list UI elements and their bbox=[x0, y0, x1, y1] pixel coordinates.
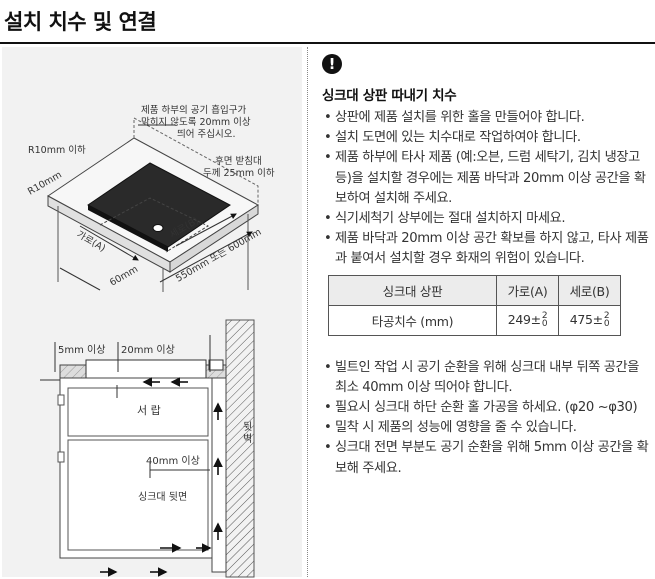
section-heading: 싱크대 상판 따내기 치수 bbox=[322, 88, 457, 104]
sink-back-label: 싱크대 뒷면 bbox=[138, 490, 187, 503]
bullet-list-2: 빌트인 작업 시 공기 순환을 위해 싱크대 내부 뒤쪽 공간을 최소 40mm… bbox=[322, 358, 652, 479]
exclamation-icon: ! bbox=[322, 54, 342, 74]
list-item: 설치 도면에 있는 치수대로 작업하여야 합니다. bbox=[322, 128, 652, 148]
title-divider bbox=[0, 42, 655, 44]
r-label-upper: R10mm 이하 bbox=[28, 144, 86, 156]
back-wall-label-1: 뒷 bbox=[243, 420, 252, 433]
list-item: 빌트인 작업 시 공기 순환을 위해 싱크대 내부 뒤쪽 공간을 최소 40mm… bbox=[322, 358, 652, 398]
list-item: 밀착 시 제품의 성능에 영향을 줄 수 있습니다. bbox=[322, 418, 652, 438]
intake-note-2: 막히지 않도록 20mm 이상 bbox=[141, 117, 251, 128]
countertop-iso-diagram: 제품 하부의 공기 흡입구가 막히지 않도록 20mm 이상 띄어 주십시오. … bbox=[26, 104, 275, 292]
knob-icon bbox=[152, 224, 164, 232]
table-header: 싱크대 상판 bbox=[328, 274, 497, 306]
notice-section: ! 싱크대 상판 따내기 치수 상판에 제품 설치를 위한 홀을 만들어야 합니… bbox=[322, 54, 652, 479]
back-support-2: 두께 25mm 이하 bbox=[203, 167, 275, 179]
installation-diagram: 제품 하부의 공기 흡입구가 막히지 않도록 20mm 이상 띄어 주십시오. … bbox=[26, 104, 275, 578]
intake-note-1: 제품 하부의 공기 흡입구가 bbox=[141, 104, 246, 116]
list-item: 필요시 싱크대 하단 순환 홀 가공을 하세요. (φ20 ~φ30) bbox=[322, 398, 652, 418]
back-wall bbox=[225, 319, 255, 578]
table-header: 세로(B) bbox=[558, 274, 621, 306]
list-item: 식기세척기 상부에는 절대 설치하지 마세요. bbox=[322, 209, 652, 229]
front-gap-label: 60mm bbox=[108, 264, 140, 289]
intake-note-3: 띄어 주십시오. bbox=[177, 129, 235, 140]
table-header-row: 싱크대 상판 가로(A) 세로(B) bbox=[328, 274, 621, 306]
cooktop-section bbox=[85, 359, 207, 379]
bullet-list: 상판에 제품 설치를 위한 홀을 만들어야 합니다. 설치 도면에 있는 치수대… bbox=[322, 108, 652, 270]
page-title: 설치 치수 및 연결 bbox=[4, 10, 157, 34]
cabinet-section-diagram: 5mm 이상 20mm 이상 서 랍 40mm 이상 싱크대 뒷면 뒷 벽 bbox=[40, 319, 255, 578]
table-header: 가로(A) bbox=[496, 274, 559, 306]
gap-20mm-label: 20mm 이상 bbox=[121, 344, 175, 356]
list-item: 싱크대 전면 부분도 공기 순환을 위해 5mm 이상 공간을 확보해 주세요. bbox=[322, 438, 652, 478]
back-support-1: 후면 받침대 bbox=[215, 156, 262, 167]
table-cell-label: 타공치수 (mm) bbox=[328, 304, 497, 336]
back-wall-label-2: 벽 bbox=[243, 433, 252, 445]
list-item: 제품 바닥과 20mm 이상 공간 확보를 하지 않고, 타사 제품과 붙여서 … bbox=[322, 229, 652, 269]
gap-5mm-label: 5mm 이상 bbox=[58, 344, 105, 356]
list-item: 제품 하부에 타사 제품 (예:오븐, 드럼 세탁기, 김치 냉장고 등)을 설… bbox=[322, 148, 652, 209]
drawer-label: 서 랍 bbox=[137, 404, 161, 417]
gap-40mm-label: 40mm 이상 bbox=[146, 455, 200, 467]
list-item: 상판에 제품 설치를 위한 홀을 만들어야 합니다. bbox=[322, 108, 652, 128]
panel-divider bbox=[307, 47, 308, 577]
